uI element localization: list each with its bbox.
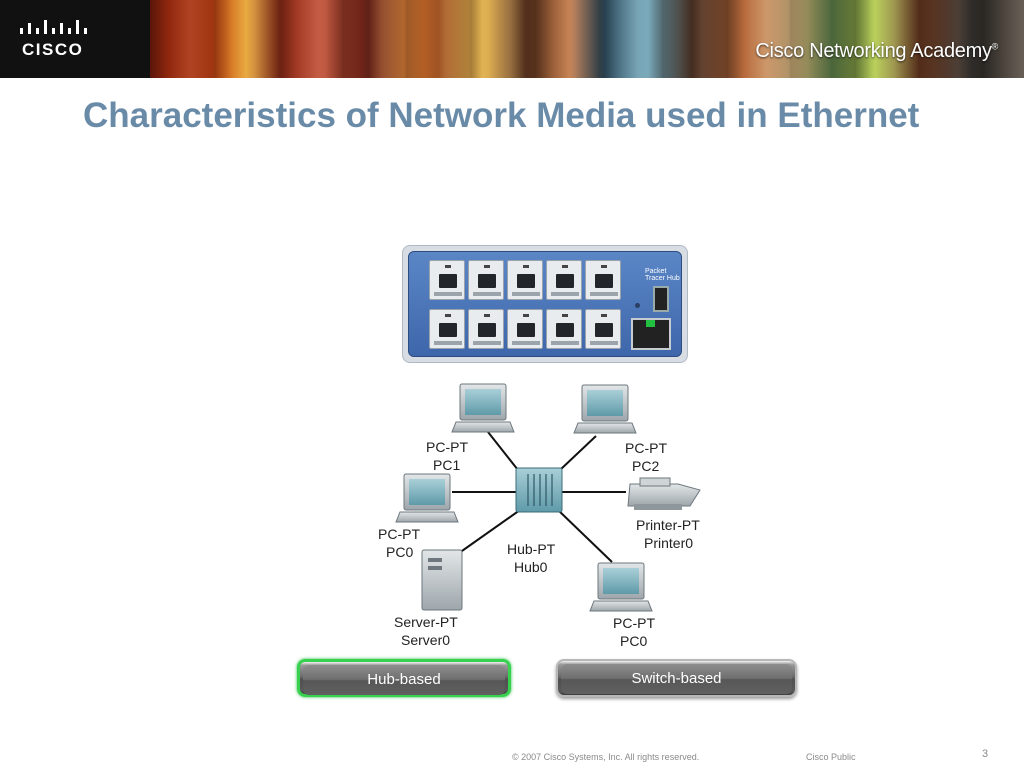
ethernet-port-icon bbox=[468, 309, 504, 349]
header-banner: CISCO Cisco Networking Academy® bbox=[0, 0, 1024, 78]
node-name: PC0 bbox=[386, 544, 414, 560]
hub-port-panel bbox=[429, 260, 625, 352]
link-hub-pc2 bbox=[559, 435, 597, 471]
node-label-server0: Server-PT Server0 bbox=[394, 613, 458, 649]
node-type: Printer-PT bbox=[636, 517, 700, 533]
node-name: PC0 bbox=[620, 633, 648, 649]
switch-based-button[interactable]: Switch-based bbox=[556, 659, 797, 697]
cisco-bridge-icon bbox=[20, 20, 87, 34]
node-type: PC-PT bbox=[613, 615, 655, 631]
page-number: 3 bbox=[982, 748, 989, 760]
node-name: PC2 bbox=[632, 458, 660, 474]
link-hub-pc0-bottom bbox=[557, 509, 613, 563]
link-hub-pc1 bbox=[487, 431, 519, 471]
power-port-icon bbox=[631, 318, 671, 350]
hub-icon bbox=[515, 467, 563, 513]
pc-icon bbox=[451, 383, 515, 433]
node-name: Printer0 bbox=[644, 535, 694, 551]
hub-device-name: Packet Tracer Hub bbox=[645, 268, 680, 282]
link-hub-server bbox=[451, 509, 521, 559]
node-label-printer0: Printer-PT Printer0 bbox=[636, 516, 700, 552]
pc-icon bbox=[395, 473, 459, 523]
academy-brand-name: Networking Academy bbox=[809, 40, 992, 62]
ethernet-port-icon bbox=[585, 260, 621, 300]
pc-icon bbox=[589, 562, 653, 612]
node-type: PC-PT bbox=[426, 439, 468, 455]
node-label-pc0-left: PC-PT PC0 bbox=[378, 525, 420, 561]
ethernet-port-icon bbox=[429, 260, 465, 300]
hub-based-button[interactable]: Hub-based bbox=[297, 659, 511, 697]
header-photo-strip bbox=[150, 0, 1024, 78]
printer-icon bbox=[627, 477, 701, 510]
ethernet-port-icon bbox=[585, 309, 621, 349]
hub-device-image: Packet Tracer Hub bbox=[402, 245, 688, 363]
node-label-pc1: PC-PT PC1 bbox=[426, 438, 468, 474]
page-title: Characteristics of Network Media used in… bbox=[83, 96, 920, 135]
node-type: PC-PT bbox=[625, 440, 667, 456]
academy-brand: Cisco Networking Academy® bbox=[755, 40, 998, 63]
node-type: Server-PT bbox=[394, 614, 458, 630]
classification-label: Cisco Public bbox=[806, 752, 856, 762]
cisco-logo-text: CISCO bbox=[22, 40, 84, 59]
ethernet-port-icon bbox=[507, 260, 543, 300]
ethernet-port-icon bbox=[546, 260, 582, 300]
ethernet-port-icon bbox=[468, 260, 504, 300]
power-switch-icon bbox=[653, 286, 669, 312]
academy-trademark: ® bbox=[991, 41, 999, 52]
node-type: PC-PT bbox=[378, 526, 420, 542]
node-label-pc0-bottom: PC-PT PC0 bbox=[613, 614, 655, 650]
ethernet-port-icon bbox=[507, 309, 543, 349]
node-label-hub0: Hub-PT Hub0 bbox=[507, 540, 555, 576]
node-name: Server0 bbox=[401, 632, 451, 648]
hub-led-icon bbox=[635, 303, 640, 308]
copyright-notice: © 2007 Cisco Systems, Inc. All rights re… bbox=[512, 752, 700, 762]
ethernet-port-icon bbox=[546, 309, 582, 349]
server-icon bbox=[421, 549, 463, 611]
node-type: Hub-PT bbox=[507, 541, 556, 557]
pc-icon bbox=[573, 384, 637, 434]
node-name: PC1 bbox=[433, 457, 461, 473]
ethernet-port-icon bbox=[429, 309, 465, 349]
academy-brand-cisco: Cisco bbox=[755, 40, 804, 62]
node-label-pc2: PC-PT PC2 bbox=[625, 439, 667, 475]
node-name: Hub0 bbox=[514, 559, 548, 575]
switch-based-button-label: Switch-based bbox=[561, 664, 792, 694]
cisco-logo: CISCO bbox=[0, 0, 150, 78]
hub-based-button-label: Hub-based bbox=[303, 665, 505, 695]
